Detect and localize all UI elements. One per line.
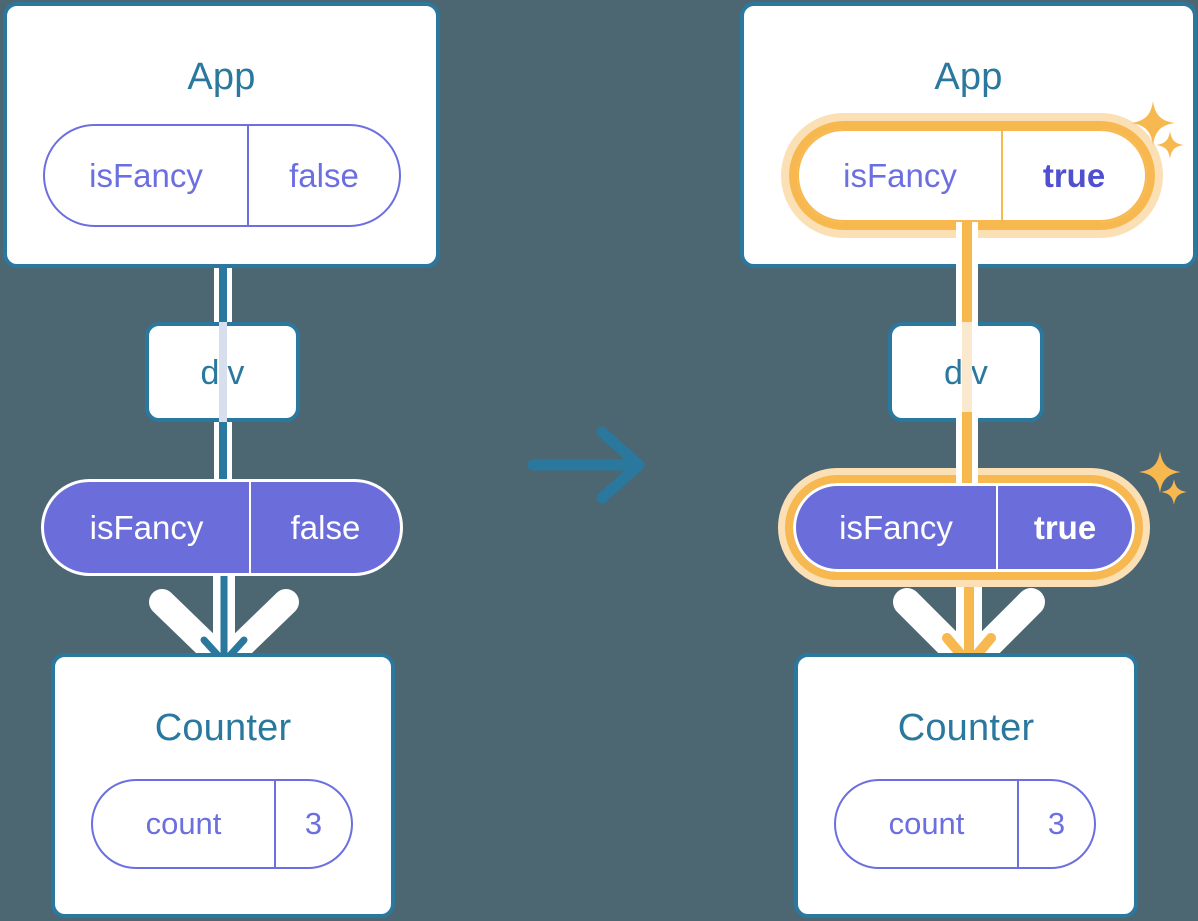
right-connector-app-div <box>950 215 984 350</box>
right-prop-value: true <box>996 486 1132 569</box>
right-counter-title: Counter <box>897 707 1035 749</box>
right-app-title: App <box>934 56 1003 98</box>
left-connector-through-div <box>206 322 240 422</box>
right-connector-div-prop <box>950 412 984 492</box>
right-prop-name: isFancy <box>839 508 953 546</box>
left-app-state-pill: isFancy false <box>43 124 401 227</box>
right-counter-state-name: count <box>888 806 965 841</box>
prop-sparkle-big-icon <box>1139 451 1181 493</box>
left-app-title: App <box>187 56 256 98</box>
right-counter-state-pill: count 3 <box>834 779 1096 869</box>
right-connector-through-div <box>950 322 984 422</box>
right-app-state-pill: isFancy true <box>797 129 1147 222</box>
left-app-state-name: isFancy <box>89 156 203 194</box>
left-prop-pill: isFancy false <box>41 479 403 576</box>
left-prop-value: false <box>249 482 400 573</box>
app-sparkle-big-icon <box>1131 101 1175 145</box>
left-counter-title: Counter <box>154 707 292 749</box>
right-app-state-value: true <box>1001 131 1145 220</box>
left-connector-div-prop <box>206 412 240 492</box>
transition-arrow-icon <box>527 426 645 504</box>
app-sparkle-small-icon <box>1156 131 1184 159</box>
prop-sparkle-small-icon <box>1161 479 1187 505</box>
right-counter-state-value: 3 <box>1017 781 1094 867</box>
left-prop-name: isFancy <box>89 508 204 546</box>
right-prop-pill: isFancy true <box>793 483 1135 572</box>
right-app-state-name: isFancy <box>843 156 957 194</box>
left-app-state-value: false <box>247 126 399 225</box>
left-counter-state-pill: count 3 <box>91 779 353 869</box>
left-counter-state-value: 3 <box>274 781 351 867</box>
left-counter-state-name: count <box>145 806 222 841</box>
